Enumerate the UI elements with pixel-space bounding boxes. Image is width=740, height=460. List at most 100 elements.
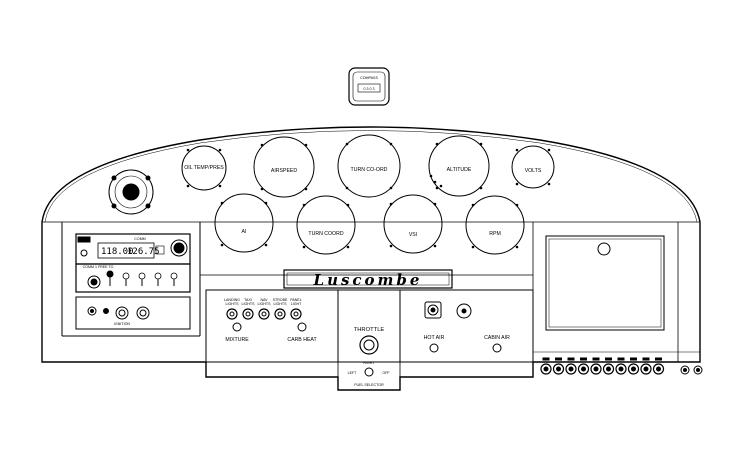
- light-switch-label: LIGHTS: [226, 302, 240, 306]
- gauge-altitude-label: ALTITUDE: [447, 167, 472, 173]
- audio-panel: COMM 1 FREE TO: [75, 263, 191, 293]
- side-jacks: [680, 365, 703, 375]
- light-switch-knob[interactable]: [242, 308, 254, 320]
- circuit-breaker[interactable]: [565, 363, 577, 375]
- circuit-breaker-label: [555, 357, 562, 361]
- gauge-vsi: VSI: [383, 194, 443, 254]
- light-switch-row: LANDINGLIGHTSTAXILIGHTSNAVLIGHTSSTROBELI…: [224, 298, 302, 320]
- light-switch-label: PANEL: [290, 298, 302, 302]
- light-switch-knob[interactable]: [226, 308, 238, 320]
- gauge-altitude: ALTITUDE: [428, 135, 490, 197]
- light-switch-knob[interactable]: [258, 308, 270, 320]
- circuit-breaker-center: [593, 366, 599, 372]
- light-switch-center: [261, 311, 267, 317]
- radio-active-frequency: 118.00: [101, 247, 134, 257]
- fuel-selector-label: FUEL SELECTOR: [354, 383, 384, 387]
- light-switch-label: LANDING: [224, 298, 240, 302]
- fuel-selector[interactable]: RIGHT LEFT OFF FUEL SELECTOR: [337, 361, 401, 391]
- heater-control[interactable]: [424, 301, 442, 319]
- circuit-breaker-center: [631, 366, 636, 372]
- switch-panel: [205, 289, 534, 363]
- circuit-breaker-center: [568, 366, 574, 372]
- circuit-breaker-center: [556, 366, 561, 372]
- comm-free-label: COMM 1 FREE TO: [83, 265, 114, 269]
- mounting-screws: [186, 142, 551, 249]
- circuit-breaker-center: [581, 366, 586, 372]
- circuit-breaker-label: [592, 357, 600, 361]
- carb-heat-label: CARB HEAT: [287, 337, 317, 343]
- light-switch-label: NAV: [260, 298, 268, 302]
- circuit-breaker[interactable]: [577, 363, 590, 375]
- light-switch-label: LIGHTS: [242, 302, 256, 306]
- circuit-breaker-row: [540, 357, 665, 375]
- radio-label: COMM: [134, 237, 145, 241]
- gauge-oil: OIL TEMP/PRES: [181, 145, 227, 191]
- circuit-breaker-label: [567, 357, 575, 361]
- gauge-vsi-label: VSI: [409, 232, 417, 238]
- gauge-turn-coord-bottom: TURN COORD: [296, 195, 356, 255]
- circuit-breaker-label: [542, 357, 550, 361]
- circuit-breaker-label: [630, 357, 637, 361]
- radio-standby-frequency: 126.75: [127, 247, 160, 257]
- light-switch-center: [293, 311, 299, 317]
- fuel-off-label: OFF: [382, 371, 390, 375]
- carb-heat-control[interactable]: CARB HEAT: [287, 322, 317, 343]
- circuit-breaker-label: [617, 357, 625, 361]
- circuit-breaker-center: [618, 366, 624, 372]
- circuit-breaker[interactable]: [615, 363, 627, 375]
- hot-air-label: HOT AIR: [424, 335, 445, 341]
- light-switch-label: TAXI: [244, 298, 252, 302]
- fuel-right-label: RIGHT: [363, 361, 375, 365]
- light-switch-center: [229, 311, 235, 317]
- gauge-volts-label: VOLTS: [525, 168, 542, 174]
- light-switch-label: STROBE: [273, 298, 288, 302]
- light-switch-knob[interactable]: [290, 308, 302, 320]
- gauge-ai: AI: [214, 193, 274, 253]
- light-switch-label: LIGHTS: [274, 302, 288, 306]
- light-switch-center: [277, 311, 283, 317]
- comm-radio: 118.00 126.75 COMM: [75, 233, 191, 265]
- light-switch-label: LIGHTS: [258, 302, 272, 306]
- compass-label: COMPASS: [360, 76, 378, 80]
- gauge-airspeed-label: AIRSPEED: [271, 168, 297, 174]
- circuit-breaker-label: [642, 357, 650, 361]
- throttle-control[interactable]: THROTTLE: [354, 327, 385, 355]
- circuit-breaker[interactable]: [652, 363, 665, 375]
- circuit-breaker[interactable]: [640, 363, 652, 375]
- circuit-breaker[interactable]: [602, 363, 615, 375]
- compass: COMPASS 0 3 0 3: [348, 67, 390, 106]
- circuit-breaker-center: [643, 366, 649, 372]
- ignition-label: IGNITION: [114, 322, 130, 326]
- gauge-oil-label: OIL TEMP/PRES: [184, 165, 224, 171]
- fuel-left-label: LEFT: [348, 371, 358, 375]
- gauge-airspeed: AIRSPEED: [253, 136, 315, 198]
- circuit-breaker-center: [606, 366, 611, 372]
- circuit-breaker[interactable]: [590, 363, 602, 375]
- defrost-control[interactable]: [456, 303, 472, 319]
- cabin-air-control[interactable]: CABIN AIR: [484, 335, 510, 353]
- circuit-breaker-center: [656, 366, 661, 372]
- mixture-label: MIXTURE: [225, 337, 249, 343]
- mixture-control[interactable]: MIXTURE: [225, 322, 249, 343]
- hot-air-control[interactable]: HOT AIR: [424, 335, 445, 353]
- circuit-breaker[interactable]: [627, 363, 640, 375]
- light-switch-knob[interactable]: [274, 308, 286, 320]
- circuit-breaker-label: [655, 357, 662, 361]
- gauge-turn-coord-top-label: TURN CO-ORD: [351, 167, 388, 173]
- brand-name: Luscombe: [313, 271, 423, 289]
- ignition-plate: IGNITION: [75, 296, 191, 330]
- light-switch-center: [245, 311, 251, 317]
- panel-outline: [41, 126, 701, 391]
- throttle-label: THROTTLE: [354, 327, 385, 333]
- circuit-breaker[interactable]: [540, 363, 552, 375]
- clock-instrument: [108, 169, 154, 215]
- light-switch-label: LIGHT: [291, 302, 302, 306]
- gauge-turn-coord-bottom-label: TURN COORD: [308, 231, 343, 237]
- circuit-breaker[interactable]: [552, 363, 565, 375]
